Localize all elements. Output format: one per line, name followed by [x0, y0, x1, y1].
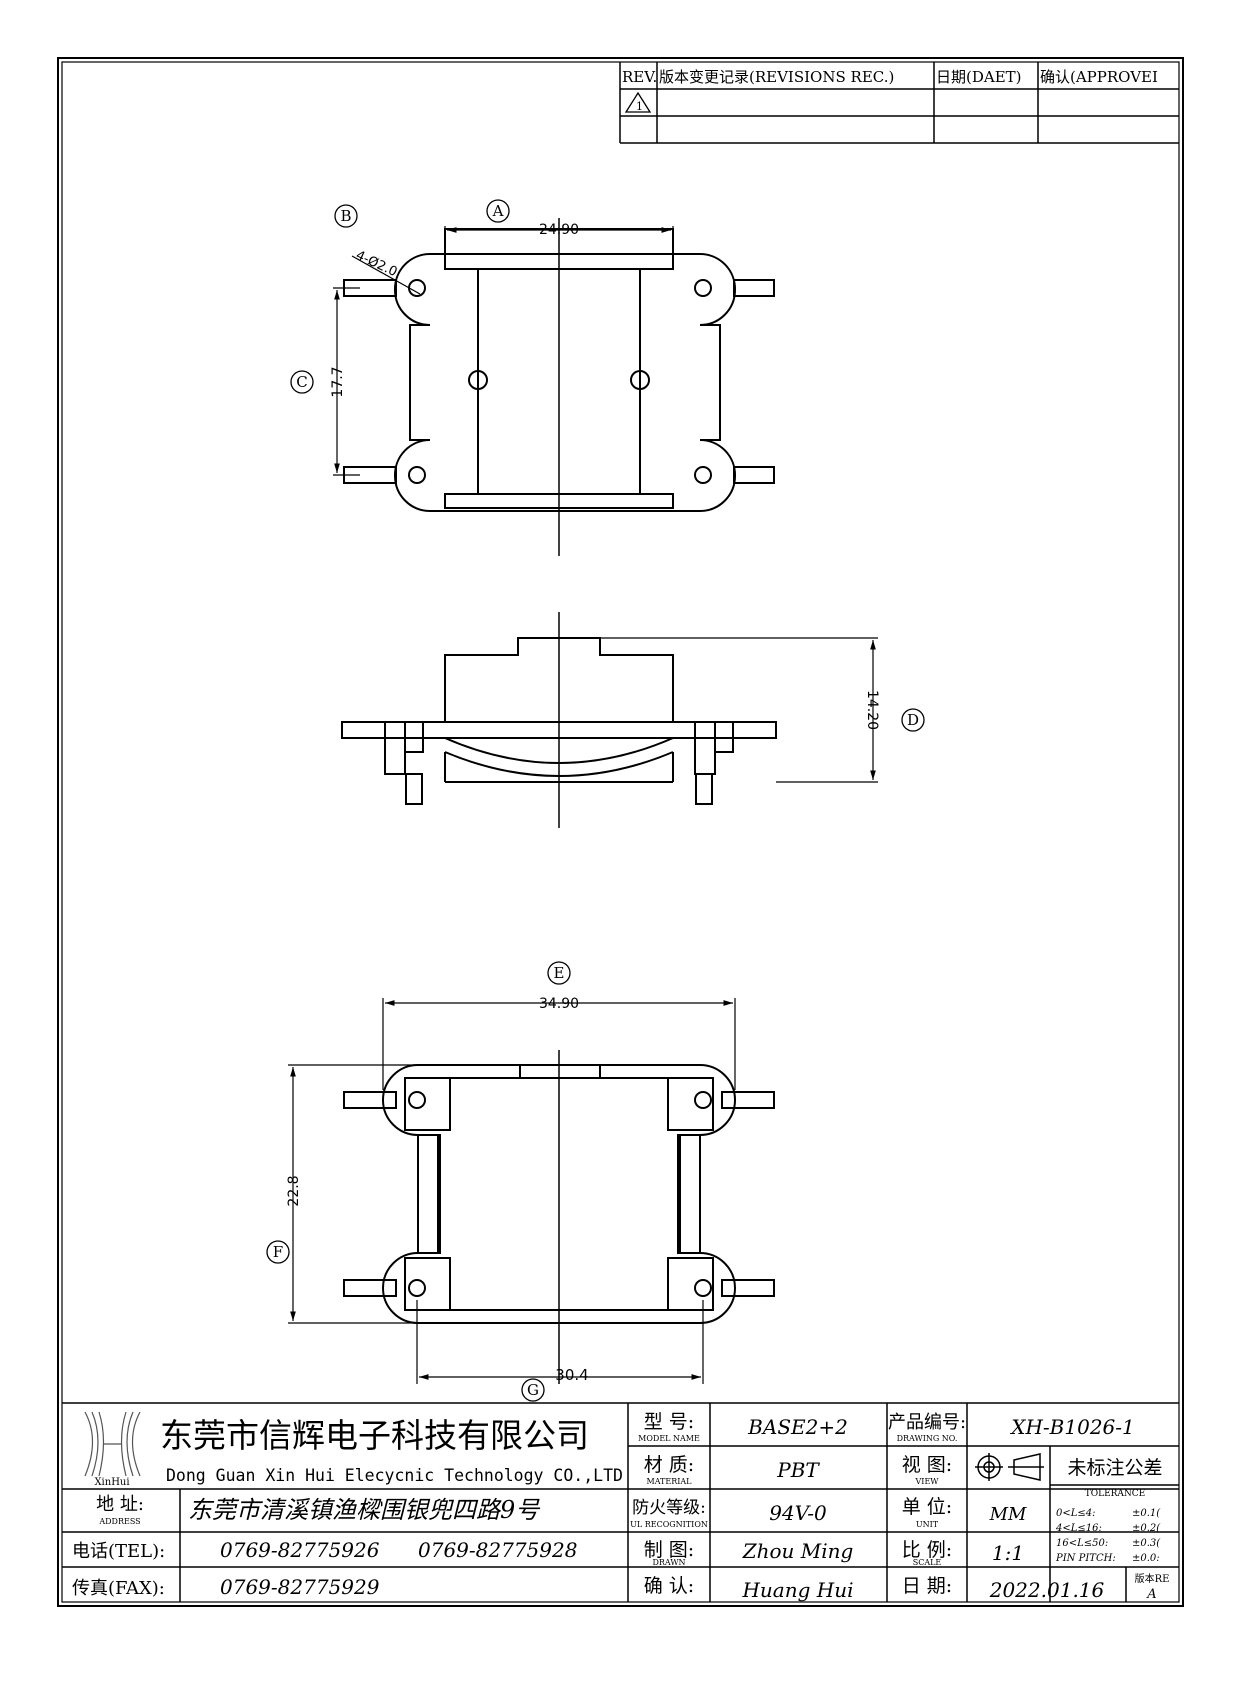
svg-text:E: E [554, 964, 565, 982]
fax-label: 传真(FAX): [72, 1578, 165, 1599]
material-value: PBT [776, 1458, 820, 1482]
rev-label: 版本RE [1135, 1572, 1170, 1585]
drawn-value: Zhou Ming [742, 1539, 854, 1563]
tolerance-label: 未标注公差 [1067, 1457, 1162, 1479]
address-value: 东莞市清溪镇渔樑围银兜四路9号 [188, 1496, 541, 1524]
dim-top-width: 24.90 [539, 222, 579, 238]
bottom-view [343, 1050, 775, 1384]
view-label-en: VIEW [915, 1477, 940, 1486]
tol-value-3: ±0.3( [1132, 1538, 1161, 1549]
logo-text: XinHui [94, 1477, 129, 1488]
tol-range-1: 0<L≤4: [1056, 1508, 1096, 1519]
approved-label: 确 认: [644, 1575, 694, 1597]
fire-label-en: UL RECOGNITION [630, 1520, 708, 1529]
date-label: 日 期: [902, 1575, 952, 1597]
svg-text:B: B [340, 207, 351, 225]
svg-text:G: G [527, 1381, 539, 1399]
tolerance-label-en: TOLERANCE [1085, 1489, 1146, 1499]
tol-range-3: 16<L≤50: [1056, 1538, 1108, 1549]
sheet-border-outer [57, 57, 1184, 1607]
label-b: B [334, 204, 358, 228]
label-f: F [266, 1240, 290, 1264]
material-label: 材 质: [644, 1454, 694, 1476]
label-c: C [290, 370, 314, 394]
tol-range-2: 4<L≤16: [1055, 1523, 1102, 1534]
dim-side-height: 14.20 [864, 690, 880, 730]
svg-text:A: A [492, 202, 504, 220]
label-g: G [521, 1378, 545, 1402]
model-value: BASE2+2 [747, 1415, 848, 1439]
label-a: A [486, 199, 510, 223]
dim-bottom-span: 30.4 [555, 1366, 588, 1384]
company-name-cn: 东莞市信辉电子科技有限公司 [160, 1416, 589, 1455]
dim-bottom-width: 34.90 [539, 996, 579, 1012]
rev-header-approved: 确认(APPROVEI [1040, 68, 1158, 86]
fax-value: 0769-82775929 [220, 1575, 380, 1599]
side-view [341, 612, 777, 828]
tol-value-4: ±0.0: [1132, 1553, 1160, 1564]
tel-1: 0769-82775926 [220, 1538, 380, 1562]
unit-value: MM [989, 1504, 1027, 1525]
drawn-label: 制 图: [644, 1539, 694, 1561]
approved-value: Huang Hui [741, 1578, 853, 1602]
dim-bottom-height: 22.8 [286, 1175, 302, 1206]
dim-top-hole: 4-Ø2.0 [353, 248, 399, 280]
rev-value: A [1146, 1587, 1156, 1602]
top-view [343, 218, 775, 556]
revisions-table [619, 62, 1179, 144]
tol-value-2: ±0.2( [1132, 1523, 1161, 1534]
side-view-dimensions [600, 637, 878, 783]
fire-value: 94V-0 [769, 1501, 827, 1525]
drawing-no-label: 产品编号: [888, 1412, 966, 1433]
title-block-grid [62, 1402, 1179, 1602]
rev-header-date: 日期(DAET) [936, 68, 1022, 86]
bottom-view-dimensions [288, 998, 736, 1384]
label-e: E [547, 961, 571, 985]
drawing-no-label-en: DRAWING NO. [897, 1434, 958, 1443]
address-label-en: ADDRESS [98, 1517, 140, 1526]
rev-header-record: 版本变更记录(REVISIONS REC.) [659, 68, 894, 86]
projection-symbol-icon [975, 1453, 1044, 1481]
unit-label: 单 位: [902, 1496, 952, 1518]
scale-label-en: SCALE [913, 1558, 942, 1567]
drawn-label-en: DRAWN [652, 1558, 685, 1567]
unit-label-en: UNIT [916, 1520, 939, 1529]
rev-header-rev: REV. [622, 68, 657, 86]
svg-text:1: 1 [636, 100, 643, 113]
view-label: 视 图: [902, 1454, 952, 1476]
sheet-border-inner [61, 61, 1180, 1603]
dim-top-pitch: 17.7 [330, 366, 346, 397]
fire-label: 防火等级: [632, 1498, 706, 1518]
tel-label: 电话(TEL): [72, 1541, 165, 1562]
model-label-en: MODEL NAME [638, 1434, 700, 1443]
svg-text:D: D [907, 711, 919, 729]
svg-text:C: C [296, 373, 307, 391]
svg-text:F: F [273, 1243, 283, 1261]
top-view-dimensions [333, 226, 674, 476]
scale-label: 比 例: [902, 1539, 952, 1561]
tol-value-1: ±0.1( [1132, 1508, 1161, 1519]
drawing-no-value: XH-B1026-1 [1009, 1415, 1135, 1439]
material-label-en: MATERIAL [647, 1477, 693, 1486]
revision-triangle-icon: 1 [624, 91, 652, 113]
label-d: D [901, 708, 925, 732]
company-logo-icon [84, 1411, 141, 1477]
date-value: 2022.01.16 [989, 1578, 1105, 1602]
tol-range-4: PIN PITCH: [1055, 1553, 1116, 1564]
scale-value: 1:1 [992, 1541, 1024, 1565]
company-name-en: Dong Guan Xin Hui Elecycnic Technology C… [166, 1466, 623, 1485]
model-label: 型 号: [644, 1411, 694, 1433]
tel-2: 0769-82775928 [418, 1538, 577, 1562]
address-label: 地 址: [96, 1494, 144, 1515]
